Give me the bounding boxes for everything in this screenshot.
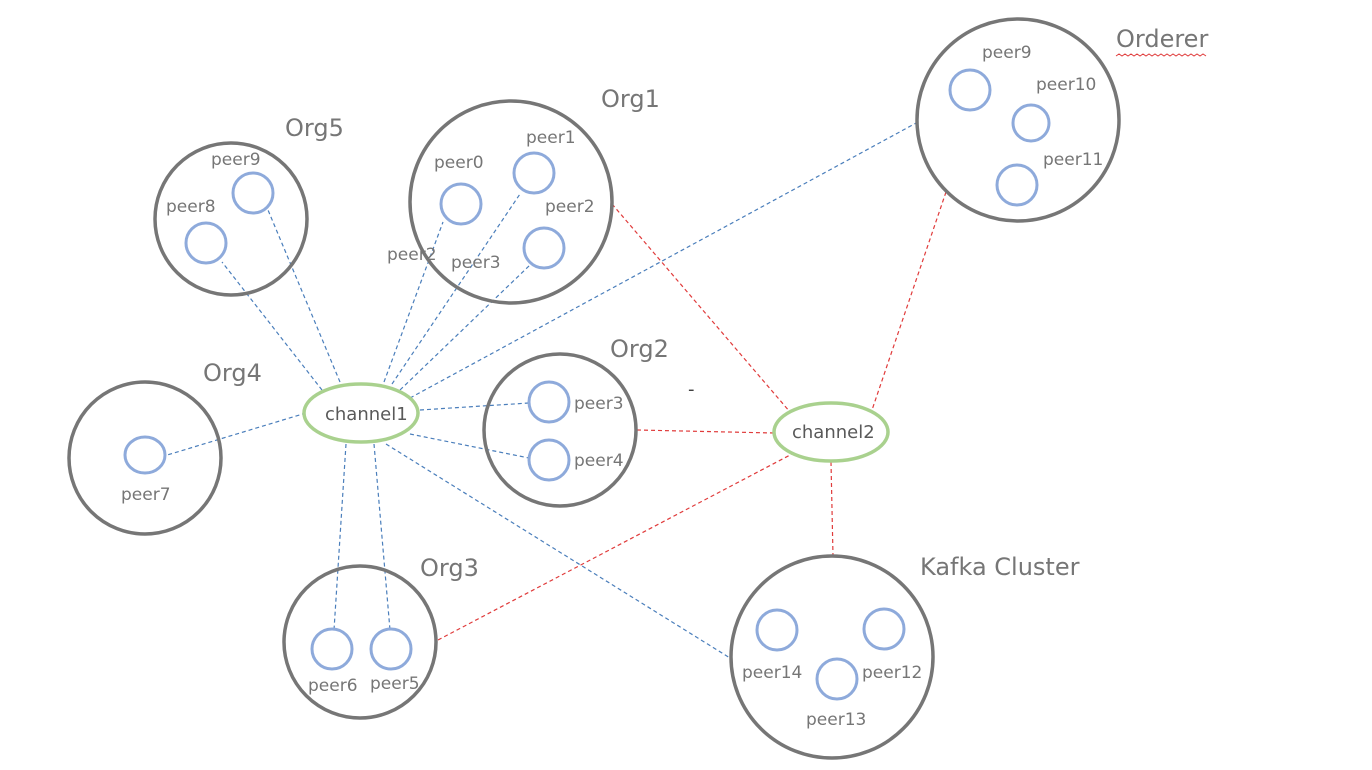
link-channel1-org1-peer3: [399, 264, 531, 391]
channel2-ellipse: [772, 401, 890, 463]
orderer-group: Orderer peer9 peer10 peer11: [915, 17, 1208, 223]
peer-node: [995, 163, 1039, 207]
peer-node: [231, 171, 275, 215]
peer-label: peer8: [166, 197, 216, 217]
link-channel2-kafka: [830, 461, 834, 557]
org4-circle: [67, 380, 223, 536]
peer-label: peer13: [806, 710, 866, 730]
peer-label: peer12: [862, 663, 922, 683]
peer-label: peer14: [742, 663, 802, 683]
peer-node: [123, 435, 167, 475]
peer-node: [369, 627, 413, 671]
peer-label: peer0: [434, 153, 484, 173]
org4-label: Org4: [203, 359, 262, 387]
link-channel1-org5-peer9: [267, 209, 341, 383]
orderer-label: Orderer: [1116, 25, 1208, 53]
org1-label: Org1: [601, 85, 660, 113]
peer-label: peer1: [526, 128, 576, 148]
org2-group: Org2 peer3 peer4: [482, 335, 669, 508]
kafka-group: Kafka Cluster peer14 peer12 peer13: [729, 553, 1080, 760]
peer-node: [184, 221, 228, 265]
kafka-label: Kafka Cluster: [920, 553, 1080, 581]
peer-label: peer10: [1036, 75, 1096, 95]
link-channel1-org3-peer5: [373, 443, 391, 631]
orderer-circle: [915, 17, 1121, 223]
link-channel1-kafka: [385, 443, 731, 659]
peer-node: [522, 226, 566, 270]
peer-node: [512, 151, 556, 195]
peer-label: peer9: [211, 150, 261, 170]
org4-group: Org4 peer7: [67, 359, 262, 536]
peer-node: [310, 627, 354, 671]
spellcheck-underline: [1115, 53, 1207, 57]
org5-circle: [153, 141, 309, 297]
org2-label: Org2: [610, 335, 669, 363]
channel2-label: channel2: [792, 422, 875, 443]
link-channel1-org1-peer2: [383, 221, 444, 383]
org1-circle: [408, 99, 614, 305]
peer-label: peer9: [982, 43, 1032, 63]
org5-label: Org5: [285, 114, 344, 142]
peer-label: peer7: [121, 485, 171, 505]
peer-label: peer4: [574, 451, 624, 471]
peer-node: [439, 182, 483, 226]
kafka-circle: [729, 554, 935, 760]
link-channel1-org5-peer8: [221, 261, 323, 391]
peer-node: [862, 607, 906, 651]
peer-node: [1011, 103, 1051, 143]
link-channel2-orderer: [871, 191, 947, 411]
link-channel2-org3: [437, 453, 793, 641]
peer-label: peer6: [308, 676, 358, 696]
channel2-group: channel2: [772, 401, 890, 463]
link-channel2-org1: [611, 203, 791, 413]
channel2-links: [437, 191, 947, 641]
peer-node: [755, 608, 799, 652]
peer-label: peer3: [574, 394, 624, 414]
channel1-ellipse: [302, 382, 420, 444]
stray-dash: -: [688, 379, 695, 400]
link-channel1-org4-peer7: [163, 412, 307, 457]
link-channel2-org2: [636, 429, 775, 434]
peer-label: peer3: [451, 253, 501, 273]
link-channel1-orderer: [409, 121, 919, 399]
channel1-links: [163, 121, 919, 659]
link-channel1-org2-peer4: [409, 433, 530, 459]
peer-label: peer2: [387, 245, 437, 265]
peer-node: [527, 380, 571, 424]
org2-circle: [482, 352, 638, 508]
channel1-label: channel1: [325, 404, 408, 425]
org3-circle: [282, 564, 438, 720]
org3-label: Org3: [420, 554, 479, 582]
peer-label: peer2: [545, 197, 595, 217]
org3-group: Org3 peer6 peer5: [282, 554, 479, 720]
link-channel1-org1-peer1: [391, 193, 521, 385]
peer-label: peer5: [370, 674, 420, 694]
peer-node: [527, 438, 571, 482]
link-channel1-org3-peer6: [333, 443, 347, 631]
peer-label: peer11: [1043, 150, 1103, 170]
peer-node: [815, 657, 859, 701]
org1-group: Org1 peer0 peer1 peer2 peer3 peer2: [387, 85, 660, 305]
link-channel1-org2-peer3: [419, 402, 530, 411]
channel1-group: channel1: [302, 382, 420, 444]
peer-node: [948, 68, 992, 112]
org5-group: Org5 peer9 peer8: [153, 114, 344, 297]
